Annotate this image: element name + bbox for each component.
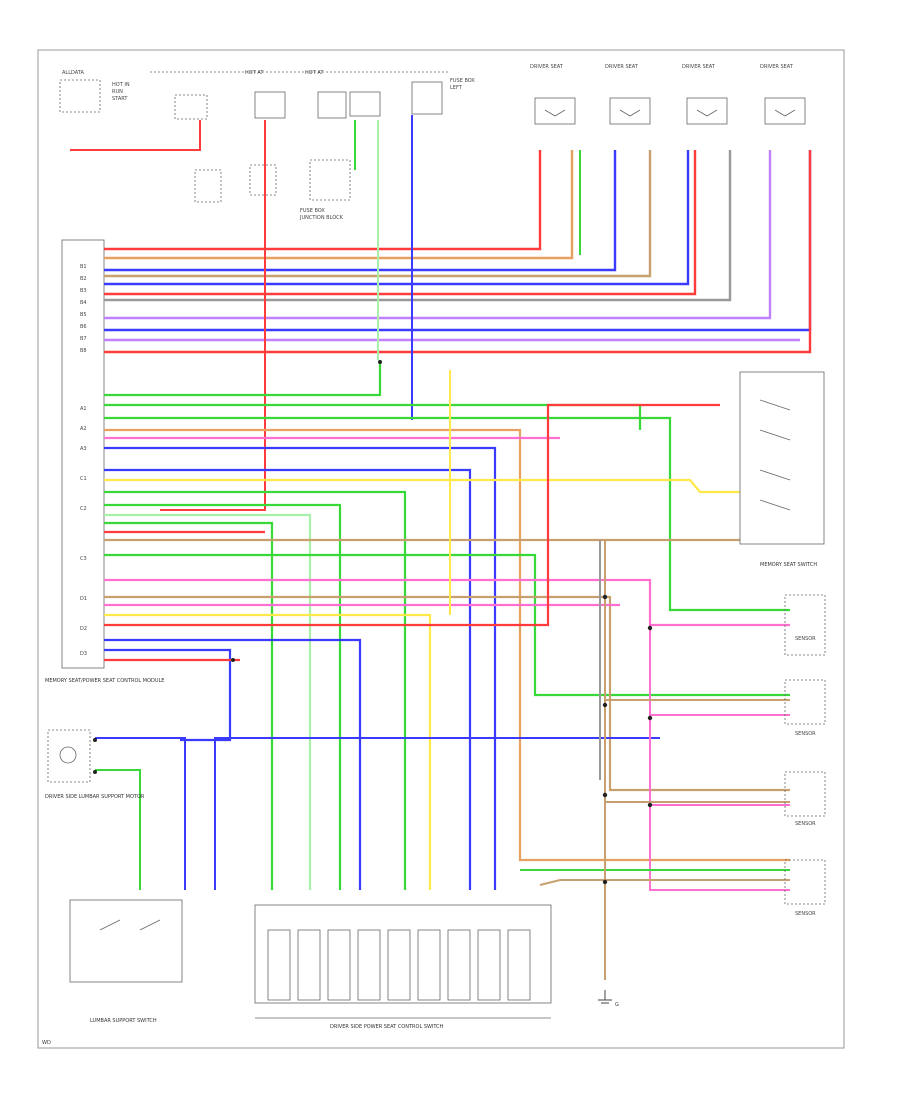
top-right-switches: [534, 97, 806, 125]
ground-label: G: [615, 1002, 619, 1008]
svg-text:HOT AT: HOT AT: [305, 70, 324, 76]
svg-text:A2: A2: [80, 426, 87, 432]
control-module-box: [61, 239, 105, 669]
svg-text:B7: B7: [80, 336, 87, 342]
svg-text:D2: D2: [80, 626, 87, 632]
top-right-switch-text: DRIVER SEAT DRIVER SEAT DRIVER SEAT DRIV…: [530, 64, 794, 70]
wires-top-vertical: [70, 115, 581, 511]
svg-text:B8: B8: [80, 348, 87, 354]
svg-text:B3: B3: [80, 288, 87, 294]
svg-text:LEFT: LEFT: [450, 85, 463, 91]
svg-text:B5: B5: [80, 312, 87, 318]
lumbar-switch: [69, 899, 183, 983]
svg-text:D1: D1: [80, 596, 87, 602]
right-sensors: [784, 594, 826, 905]
svg-text:B1: B1: [80, 264, 87, 270]
lumbar-motor: [47, 729, 91, 783]
lumbar-switch-label: LUMBAR SUPPORT SWITCH: [90, 1018, 157, 1024]
module-label: MEMORY SEAT/POWER SEAT CONTROL MODULE: [45, 678, 164, 684]
top-block-text: ALLDATA HOT IN RUN START HOT AT HOT AT F…: [62, 70, 475, 221]
lumbar-motor-label: DRIVER SIDE LUMBAR SUPPORT MOTOR: [45, 794, 145, 800]
svg-text:DRIVER SEAT: DRIVER SEAT: [760, 64, 794, 70]
svg-text:A1: A1: [80, 406, 87, 412]
ground-symbol: [598, 990, 612, 1004]
svg-text:DRIVER SEAT: DRIVER SEAT: [605, 64, 639, 70]
svg-text:SENSOR: SENSOR: [795, 911, 816, 917]
svg-text:JUNCTION BLOCK: JUNCTION BLOCK: [299, 215, 344, 221]
svg-text:SENSOR: SENSOR: [795, 821, 816, 827]
right-seat-switch: [739, 371, 825, 545]
svg-text:ALLDATA: ALLDATA: [62, 70, 84, 76]
svg-text:SENSOR: SENSOR: [795, 731, 816, 737]
svg-text:A3: A3: [80, 446, 87, 452]
control-switch-label: DRIVER SIDE POWER SEAT CONTROL SWITCH: [330, 1024, 444, 1030]
wires-top-group: [104, 150, 812, 354]
svg-text:HOT AT: HOT AT: [245, 70, 264, 76]
svg-text:START: START: [112, 96, 128, 102]
svg-text:D3: D3: [80, 651, 87, 657]
wires-lower: [95, 370, 790, 980]
svg-text:SENSOR: SENSOR: [795, 636, 816, 642]
top-fuse-block: [59, 71, 450, 203]
wires-mid-group: [104, 360, 790, 890]
svg-text:DRIVER SEAT: DRIVER SEAT: [530, 64, 564, 70]
svg-text:B2: B2: [80, 276, 87, 282]
svg-text:FUSE BOX: FUSE BOX: [450, 78, 475, 84]
svg-text:HOT IN: HOT IN: [112, 82, 130, 88]
junction-dots: [93, 360, 653, 885]
footer-tag: WD: [42, 1040, 51, 1046]
module-pin-labels: B1 B2 B3 B4 B5 B6 B7 B8 A1 A2 A3 C1 C2 C…: [80, 264, 87, 657]
memory-switch-label: MEMORY SEAT SWITCH: [760, 562, 817, 568]
svg-text:B4: B4: [80, 300, 87, 306]
svg-text:FUSE BOX: FUSE BOX: [300, 208, 325, 214]
svg-text:RUN: RUN: [112, 89, 123, 95]
control-switch: [254, 904, 552, 1019]
svg-text:B6: B6: [80, 324, 87, 330]
svg-text:C2: C2: [80, 506, 87, 512]
svg-text:C3: C3: [80, 556, 87, 562]
svg-text:C1: C1: [80, 476, 87, 482]
svg-text:DRIVER SEAT: DRIVER SEAT: [682, 64, 716, 70]
diagram-border: [37, 49, 845, 1049]
sensor-labels: SENSOR SENSOR SENSOR SENSOR: [795, 636, 816, 917]
